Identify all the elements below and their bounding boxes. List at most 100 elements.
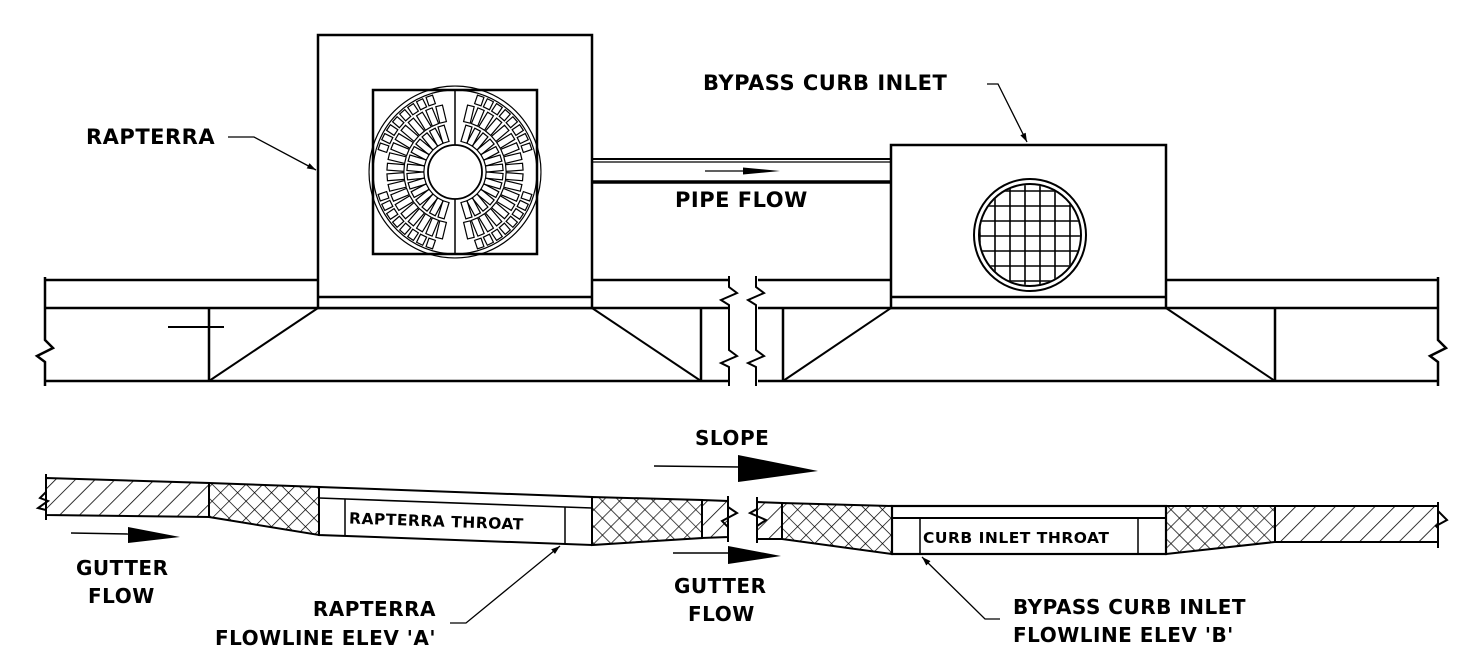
grate-slot (465, 197, 482, 217)
grate-slot (406, 102, 420, 116)
gutter-section-right (1274, 505, 1439, 543)
profile-view: SLOPE GUTTER FLOW GUTTER FLOW RAPTERRA T… (35, 426, 1449, 650)
grate-slot (415, 97, 428, 111)
grate-slot (415, 188, 434, 206)
grate-slot (385, 207, 399, 221)
grate-arc (373, 90, 537, 254)
grate-slot (482, 97, 495, 111)
slope-label: SLOPE (695, 426, 769, 450)
grate-slot (421, 193, 439, 212)
right-transition (781, 307, 1277, 382)
grate-slot (495, 132, 516, 150)
grate-slot (428, 197, 445, 217)
grate-slot (484, 163, 504, 173)
grate-slot (484, 171, 504, 181)
grate-slot (516, 199, 530, 212)
grate-slot (470, 107, 485, 127)
grate-slot (503, 179, 523, 192)
pipe-flow-arrow-icon (705, 167, 780, 175)
grate-slot (516, 132, 530, 145)
grate-slot (425, 94, 437, 107)
grate-slot (425, 217, 440, 237)
gutter-section-left (45, 476, 210, 519)
grate-slot (480, 145, 500, 162)
gutter-flow-left-arrow-icon (70, 527, 180, 543)
grate-slot (377, 142, 390, 154)
pipe (592, 158, 891, 184)
grate-slot (406, 163, 426, 173)
grate-slot (470, 217, 485, 237)
grate-slot (407, 154, 428, 167)
grate-slot (471, 193, 489, 212)
grate-slot (476, 188, 495, 206)
grate-slot (473, 94, 485, 107)
gutter-flow-mid-label-1: GUTTER (674, 574, 766, 598)
grate-slot (390, 187, 410, 202)
gutter-flow-left-label-1: GUTTER (76, 556, 168, 580)
grate-slot (498, 222, 512, 236)
grate-slot (460, 199, 473, 220)
grate-slot (500, 187, 520, 202)
grate-slot (394, 194, 415, 212)
grate-slot (425, 107, 440, 127)
bypass-flowline-label-2: FLOWLINE ELEV 'B' (1013, 623, 1234, 647)
grate-slot (387, 179, 407, 192)
bypass-curb-inlet-leader (987, 83, 1028, 143)
radial-grate-icon (369, 86, 541, 258)
grate-slot (391, 115, 405, 129)
grate-slot (410, 182, 430, 199)
grate-slot (428, 127, 445, 147)
left-transition (168, 307, 703, 382)
grate-slot (503, 152, 523, 165)
bypass-curb-inlet-label: BYPASS CURB INLET (703, 71, 947, 95)
grate-slot (473, 237, 485, 250)
rapterra-leader (228, 136, 317, 171)
grate-arc (369, 86, 541, 258)
grate-slot (482, 233, 495, 247)
circular-grate-icon (973, 178, 1087, 292)
grate-slot (394, 132, 415, 150)
grate-slot (484, 117, 503, 137)
break-line-icon (718, 276, 766, 386)
grate-slot (380, 199, 394, 212)
grate-slot (421, 132, 439, 151)
bypass-flowline-label-1: BYPASS CURB INLET (1013, 595, 1246, 619)
grate-slot (435, 104, 448, 124)
grate-slot (462, 104, 475, 124)
grate-slot (465, 127, 482, 147)
grate-slot (504, 162, 524, 173)
grate-slot (391, 215, 405, 229)
grate-slot (490, 201, 510, 220)
grate-slot (520, 190, 533, 202)
grate-slot (511, 123, 525, 137)
curb-strip (34, 277, 1449, 386)
grate-slot (400, 201, 420, 220)
gutter-flow-mid-arrow-icon (673, 546, 781, 564)
gutter-flow-mid-label-2: FLOW (688, 602, 755, 626)
grate-slot (460, 124, 473, 145)
grate-slot (385, 123, 399, 137)
grate-slot (407, 117, 426, 137)
grate-slot (482, 177, 503, 190)
grate-slot (477, 212, 495, 233)
transition-section-left (208, 481, 320, 537)
rapterra-unit (316, 33, 594, 310)
grate-slot (437, 199, 450, 220)
grate-slot (407, 177, 428, 190)
rapterra-label: RAPTERRA (86, 125, 215, 149)
transition-section-mid-right (781, 501, 893, 556)
grate-slot (435, 220, 448, 240)
grate-slot (415, 233, 428, 247)
grate-slot (386, 171, 406, 182)
grate-slot (398, 108, 412, 122)
grate-slot (490, 102, 504, 116)
grate-slot (505, 115, 519, 129)
grate-slot (415, 111, 433, 132)
grate-slot (495, 194, 516, 212)
transition-section-right (1165, 505, 1276, 556)
grate-slot (500, 142, 520, 157)
plan-view: RAPTERRA BYPASS CURB INLET PIPE FLOW (34, 33, 1449, 386)
grate-slot (490, 228, 504, 242)
grate-slot (415, 138, 434, 156)
grate-slot (377, 190, 390, 202)
